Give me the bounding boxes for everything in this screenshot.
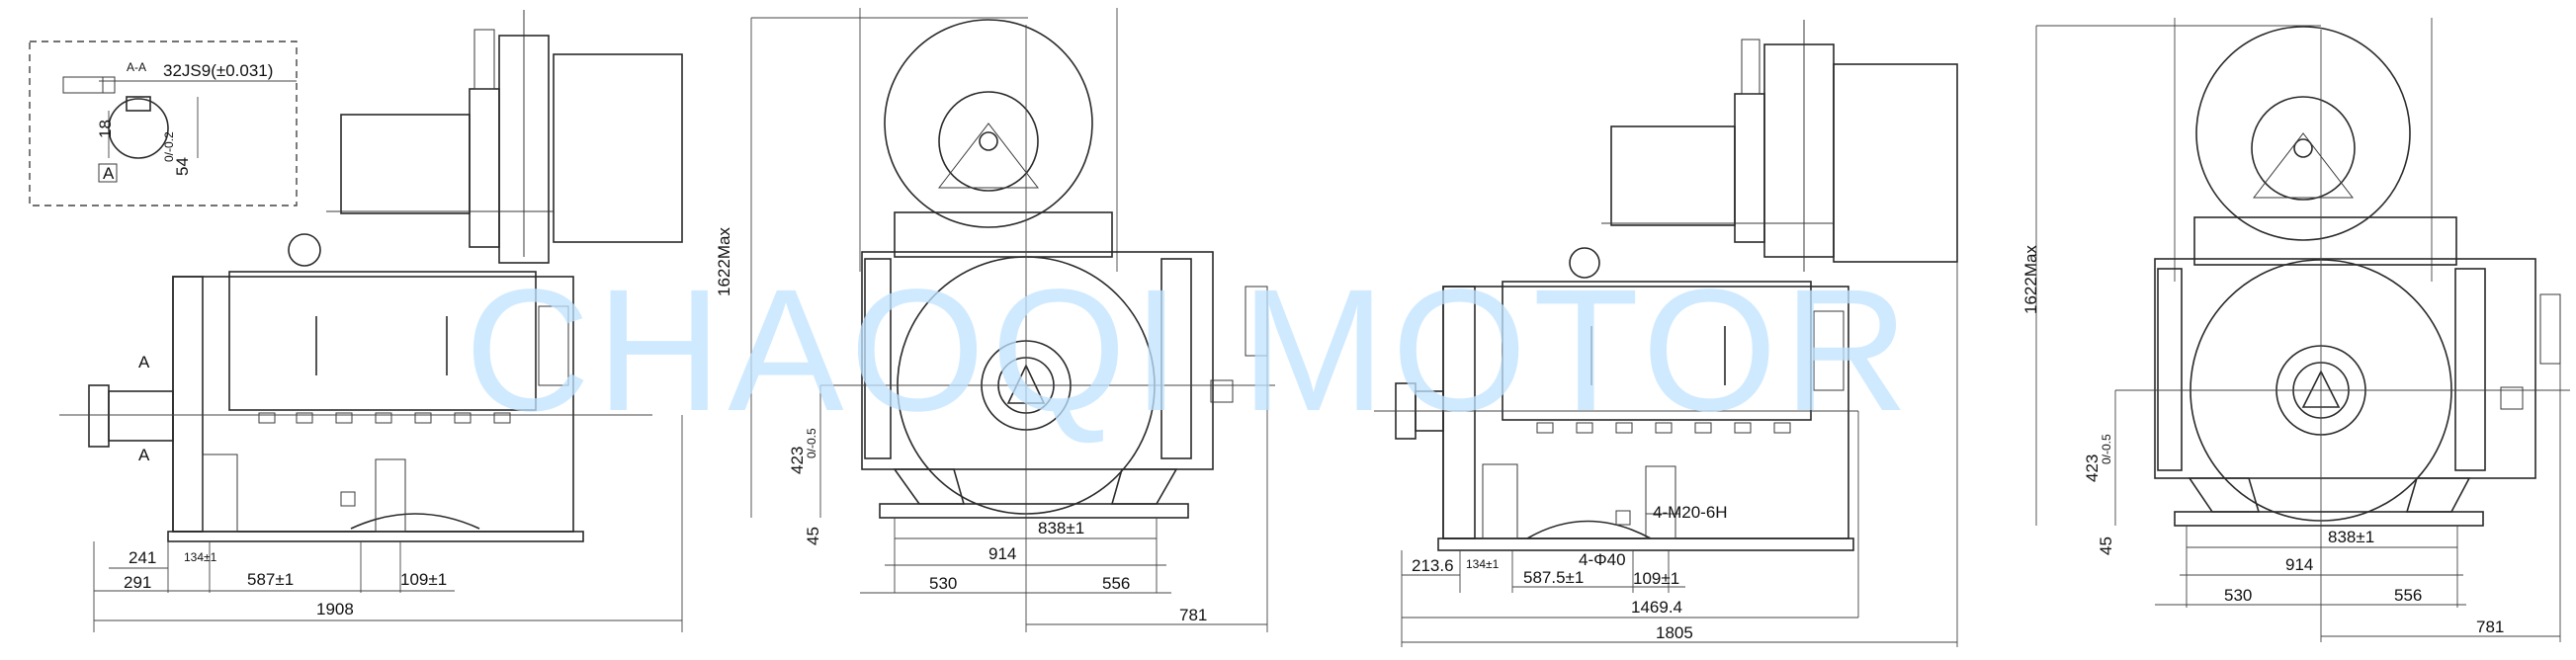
v3-hole-note: 4-Φ40 — [1579, 550, 1626, 569]
v2-blower-scroll — [884, 19, 1093, 228]
v4-dim-914: 914 — [2285, 555, 2313, 574]
watermark-text: CHAOQI MOTOR — [465, 254, 1915, 448]
v2-dim-914: 914 — [988, 544, 1016, 563]
v4-right-fins — [2454, 268, 2486, 471]
v4-dim-foot-height: 45 — [2097, 536, 2115, 555]
v1-dim-1908: 1908 — [316, 600, 354, 619]
v1-blower-motor — [340, 114, 471, 214]
view-4-end-elevation: 1622Max 423 0/-0.5 45 838±1 914 530 556 … — [2021, 18, 2570, 642]
v4-dim-530: 530 — [2224, 586, 2252, 605]
v1-dim-291: 291 — [124, 573, 151, 592]
v4-blower-scroll — [2195, 26, 2411, 241]
v1-section-mark-bottom: A — [138, 446, 150, 464]
v4-dim-838: 838±1 — [2328, 528, 2374, 546]
v1-lifting-eye — [288, 233, 321, 267]
view-2-end-elevation: 1622Max 423 0/-0.5 45 838±1 914 530 556 … — [715, 8, 1275, 632]
v2-dim-530: 530 — [929, 574, 957, 593]
v1-end-shield-hatched — [172, 276, 204, 533]
v4-dim-shaft-height: 423 — [2083, 454, 2102, 482]
section-detail-a-a: A-A 32JS9(±0.031) 18 54 0/-0.2 A — [29, 41, 298, 206]
v1-section-mark-top: A — [138, 353, 150, 371]
detail-keyway-tolerance: 32JS9(±0.031) — [163, 61, 273, 80]
v3-dim-1469: 1469.4 — [1631, 598, 1682, 617]
v4-fan-impeller — [2251, 96, 2356, 201]
v2-base-feet — [879, 503, 1189, 519]
v4-left-fins — [2157, 268, 2183, 471]
v4-dim-shaft-tol: 0/-0.5 — [2100, 434, 2113, 464]
view-3-side-elevation: 4-M20-6H 4-Φ40 213.6 134±1 587.5±1 109±1… — [1374, 20, 1958, 647]
v2-dim-838: 838±1 — [1038, 519, 1084, 537]
v1-dim-134: 134±1 — [184, 550, 217, 564]
v3-terminal-studs — [1536, 422, 1791, 434]
detail-datum-box — [98, 163, 118, 183]
v2-fan-impeller — [938, 91, 1039, 192]
v2-dim-height-total: 1622Max — [715, 227, 733, 296]
v1-base-frame — [167, 531, 584, 542]
v2-terminal-plate — [1245, 286, 1268, 357]
v1-dim-109: 109±1 — [400, 570, 447, 589]
v3-cooler-fins — [1833, 63, 1958, 263]
v3-thread-note: 4-M20-6H — [1653, 503, 1728, 522]
v3-dim-1805: 1805 — [1656, 623, 1693, 642]
detail-datum-label: A — [103, 164, 115, 183]
v4-terminal-plate — [2539, 293, 2561, 365]
v2-dim-shaft-tol: 0/-0.5 — [805, 428, 818, 458]
v2-left-fins — [864, 258, 892, 459]
detail-section-label: A-A — [127, 60, 146, 74]
v3-dim-587: 587.5±1 — [1523, 568, 1584, 587]
v4-dim-781: 781 — [2476, 618, 2504, 636]
v2-blower-mount — [894, 211, 1113, 258]
detail-keyway — [126, 96, 151, 112]
v4-dim-height-total: 1622Max — [2021, 245, 2040, 314]
v2-right-fins — [1160, 258, 1192, 459]
v3-base-frame — [1437, 537, 1854, 551]
v4-base-feet — [2174, 511, 2484, 527]
v1-dim-241: 241 — [129, 548, 156, 567]
v4-motor-frame — [2154, 258, 2536, 479]
v3-blower-housing — [1734, 93, 1765, 243]
v4-blower-mount — [2193, 216, 2457, 266]
detail-height-tolerance: 0/-0.2 — [162, 131, 176, 162]
detail-shaft-section — [108, 98, 169, 159]
v1-cooler-fins — [553, 53, 683, 243]
v4-dim-556: 556 — [2394, 586, 2422, 605]
v3-dim-134: 134±1 — [1466, 557, 1500, 571]
v2-dim-556: 556 — [1102, 574, 1130, 593]
v3-dim-213: 213.6 — [1412, 556, 1454, 575]
v2-motor-frame — [861, 251, 1214, 470]
detail-depth-label: 18 — [96, 120, 115, 138]
v2-dim-foot-height: 45 — [804, 527, 822, 545]
v2-dim-shaft-height: 423 — [788, 447, 807, 474]
v1-dim-587: 587±1 — [247, 570, 294, 589]
v1-blower-housing — [469, 88, 500, 248]
v3-blower-motor — [1610, 125, 1736, 226]
v1-terminal-studs — [258, 412, 511, 424]
view-1-side-elevation: A A 241 291 134±1 587±1 109±1 1908 — [59, 10, 683, 632]
v1-terminal-box — [228, 271, 537, 411]
v3-terminal-box — [1502, 281, 1812, 421]
detail-height-label: 54 — [173, 157, 192, 176]
v2-dim-781: 781 — [1179, 606, 1207, 624]
v1-shaft-coupling — [88, 384, 110, 448]
detail-frame — [29, 41, 298, 206]
detail-geom-tolerance-frame — [62, 76, 116, 94]
v3-dim-109: 109±1 — [1633, 569, 1679, 588]
v3-blower-scroll — [1763, 43, 1835, 258]
v3-lifting-eye — [1569, 247, 1600, 279]
v1-shaft — [108, 390, 174, 442]
